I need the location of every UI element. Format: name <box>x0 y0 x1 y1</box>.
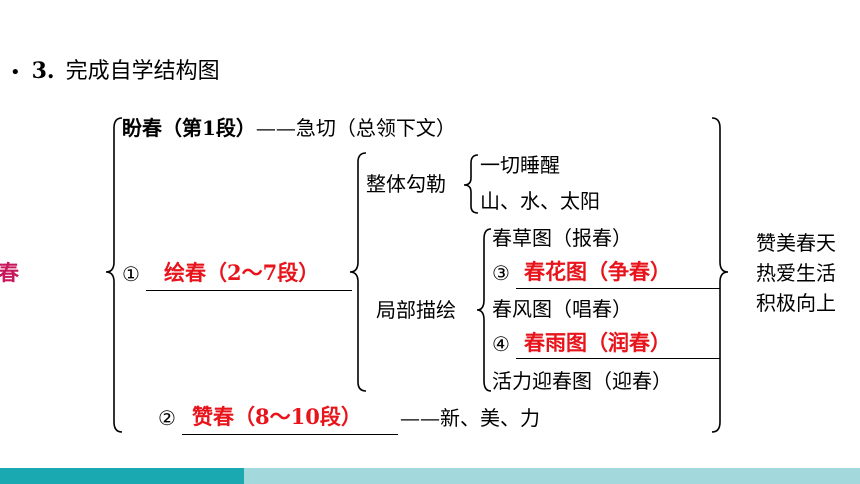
item2-answer: 赞春（8～10段） <box>192 404 362 429</box>
item2-marker: ② <box>158 406 176 430</box>
local-item-spring-wind: 春风图（唱春） <box>492 297 632 321</box>
item2-desc: 新、美、力 <box>440 406 540 430</box>
item1-marker: ① <box>122 262 140 286</box>
huichun-brace <box>349 152 367 392</box>
local-brace <box>476 228 492 392</box>
local-item-underline <box>516 358 720 359</box>
footer-bar-light <box>244 468 860 484</box>
local-item-spring-flowers: 春花图（争春） <box>524 259 671 284</box>
footer-bar-teal <box>0 468 244 484</box>
main-left-brace <box>105 117 123 433</box>
overall-item: 一切睡醒 <box>480 153 560 177</box>
heading-text: 完成自学结构图 <box>65 59 220 84</box>
summary-line: 热爱生活 <box>756 261 836 285</box>
item2-tail: ——新、美、力 <box>400 408 540 428</box>
item1-answer: 绘春（2～7段） <box>164 260 320 285</box>
top-item-dash: —— <box>255 116 296 140</box>
heading-bullet: • <box>10 62 21 83</box>
main-right-brace <box>711 117 729 433</box>
item2-underline <box>182 434 398 435</box>
heading-number: 3. <box>31 58 55 84</box>
local-item-marker: ④ <box>492 332 510 356</box>
root-label: 春 <box>0 260 19 285</box>
overall-brace <box>463 154 479 214</box>
local-item-marker: ③ <box>492 261 510 285</box>
top-item: 盼春（第1段）——急切（总领下文） <box>122 118 456 138</box>
overall-label: 整体勾勒 <box>366 172 446 196</box>
item1-underline <box>146 290 352 291</box>
local-item-spring-grass: 春草图（报春） <box>492 226 632 250</box>
local-item-vitality: 活力迎春图（迎春） <box>492 369 672 393</box>
local-item-spring-rain: 春雨图（润春） <box>524 330 671 355</box>
summary-line: 赞美春天 <box>756 231 836 255</box>
local-label: 局部描绘 <box>376 298 456 322</box>
item2-dash: —— <box>400 406 440 430</box>
local-item-underline <box>516 288 720 289</box>
overall-item: 山、水、太阳 <box>480 189 600 213</box>
top-item-title: 盼春（第1段） <box>122 116 256 140</box>
top-item-desc: 急切（总领下文） <box>295 116 456 140</box>
summary-line: 积极向上 <box>756 291 836 315</box>
section-heading: • 3. 完成自学结构图 <box>10 60 220 83</box>
